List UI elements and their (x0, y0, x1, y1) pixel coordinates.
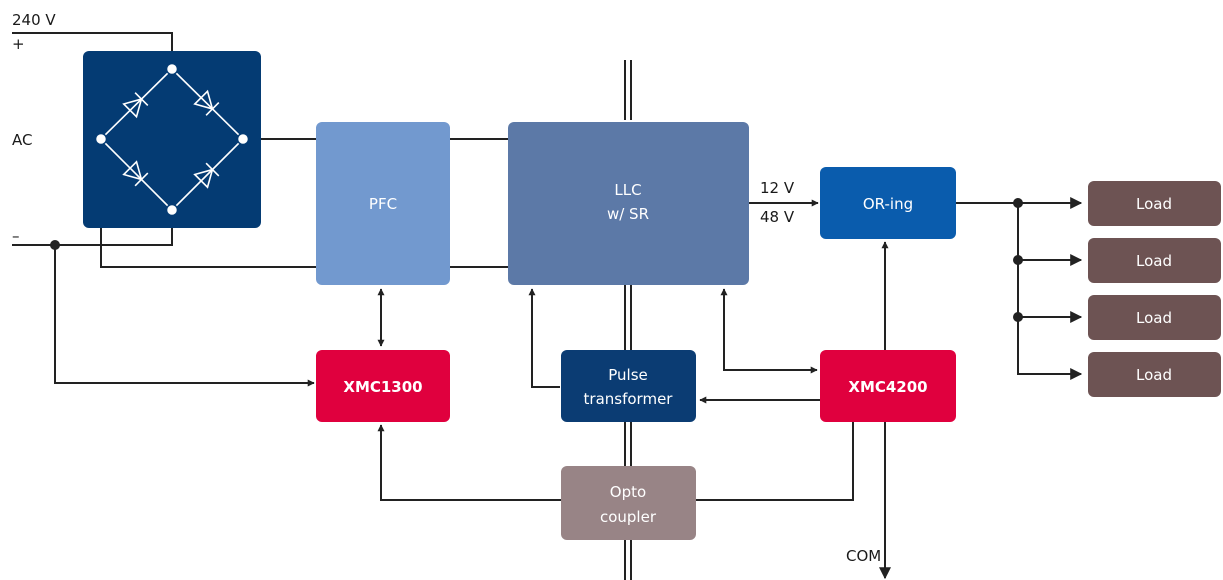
opto-label-line1: Opto (610, 483, 646, 501)
diode-bridge-icon (83, 51, 261, 228)
pulse-label-line2: transformer (584, 390, 674, 408)
xmc4200-block (820, 350, 956, 422)
load-label: Load (1136, 366, 1172, 384)
xmc1300-label: XMC1300 (343, 378, 422, 396)
opto-label-line2: coupler (600, 508, 657, 526)
pulse-transformer-block (561, 350, 696, 422)
llc-label-line1: LLC (614, 181, 641, 199)
isolation-barrier-icon (624, 60, 632, 580)
control-wiring (377, 241, 891, 580)
pfc-label: PFC (369, 195, 397, 213)
load-block: Load (1088, 181, 1221, 226)
pfc-block (316, 122, 450, 285)
load-label: Load (1136, 195, 1172, 213)
llc-block (508, 122, 749, 285)
output-48v-label: 48 V (760, 208, 795, 226)
minus-label: – (12, 227, 20, 245)
load-label: Load (1136, 252, 1172, 270)
load-label: Load (1136, 309, 1172, 327)
load-bus-wiring (956, 197, 1083, 380)
bridge-rectifier-block (83, 51, 261, 228)
xmc1300-block (316, 350, 450, 422)
oring-block (820, 167, 956, 239)
pulse-label-line1: Pulse (608, 366, 648, 384)
plus-label: + (12, 35, 25, 53)
xmc4200-label: XMC4200 (848, 378, 927, 396)
output-12v-label: 12 V (760, 179, 795, 197)
input-voltage-label: 240 V (12, 11, 56, 29)
load-block: Load (1088, 352, 1221, 397)
load-block: Load (1088, 238, 1221, 283)
oring-label: OR-ing (863, 195, 913, 213)
ac-label: AC (12, 131, 32, 149)
opto-coupler-block (561, 466, 696, 540)
llc-label-line2: w/ SR (607, 205, 649, 223)
com-label: COM (846, 547, 881, 565)
load-block: Load (1088, 295, 1221, 340)
